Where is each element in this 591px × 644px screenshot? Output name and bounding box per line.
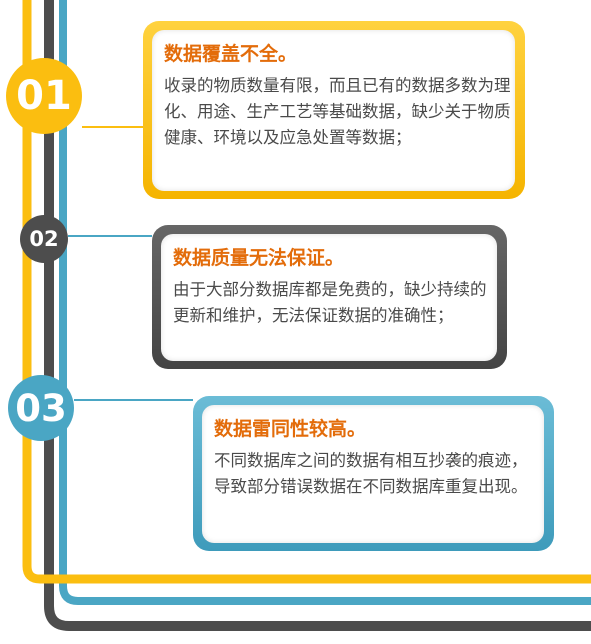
gray-track xyxy=(44,0,591,631)
badge-number: 03 xyxy=(15,386,67,430)
blue-track xyxy=(59,0,591,605)
badge-number: 01 xyxy=(16,73,72,119)
card-03: 数据雷同性较高。 不同数据库之间的数据有相互抄袭的痕迹，导致部分错误数据在不同数… xyxy=(193,396,554,551)
badge-01: 01 xyxy=(6,58,82,134)
card-title: 数据雷同性较高。 xyxy=(214,418,367,440)
card-title: 数据质量无法保证。 xyxy=(173,247,345,269)
card-02: 数据质量无法保证。 由于大部分数据库都是免费的，缺少持续的更新和维护，无法保证数… xyxy=(152,225,507,369)
card-inner: 数据质量无法保证。 由于大部分数据库都是免费的，缺少持续的更新和维护，无法保证数… xyxy=(161,234,497,361)
badge-number: 02 xyxy=(29,227,59,251)
badge-03: 03 xyxy=(8,375,74,441)
card-text: 由于大部分数据库都是免费的，缺少持续的更新和维护，无法保证数据的准确性； xyxy=(173,280,487,325)
card-inner: 数据覆盖不全。 收录的物质数量有限，而且已有的数据多数为理化、用途、生产工艺等基… xyxy=(152,30,515,191)
yellow-track xyxy=(22,0,591,584)
card-title: 数据覆盖不全。 xyxy=(164,43,298,65)
card-text: 收录的物质数量有限，而且已有的数据多数为理化、用途、生产工艺等基础数据，缺少关于… xyxy=(164,76,511,147)
badge-02: 02 xyxy=(20,215,68,263)
card-inner: 数据雷同性较高。 不同数据库之间的数据有相互抄袭的痕迹，导致部分错误数据在不同数… xyxy=(202,405,544,543)
card-01: 数据覆盖不全。 收录的物质数量有限，而且已有的数据多数为理化、用途、生产工艺等基… xyxy=(143,21,525,199)
card-text: 不同数据库之间的数据有相互抄袭的痕迹，导致部分错误数据在不同数据库重复出现。 xyxy=(214,451,528,496)
